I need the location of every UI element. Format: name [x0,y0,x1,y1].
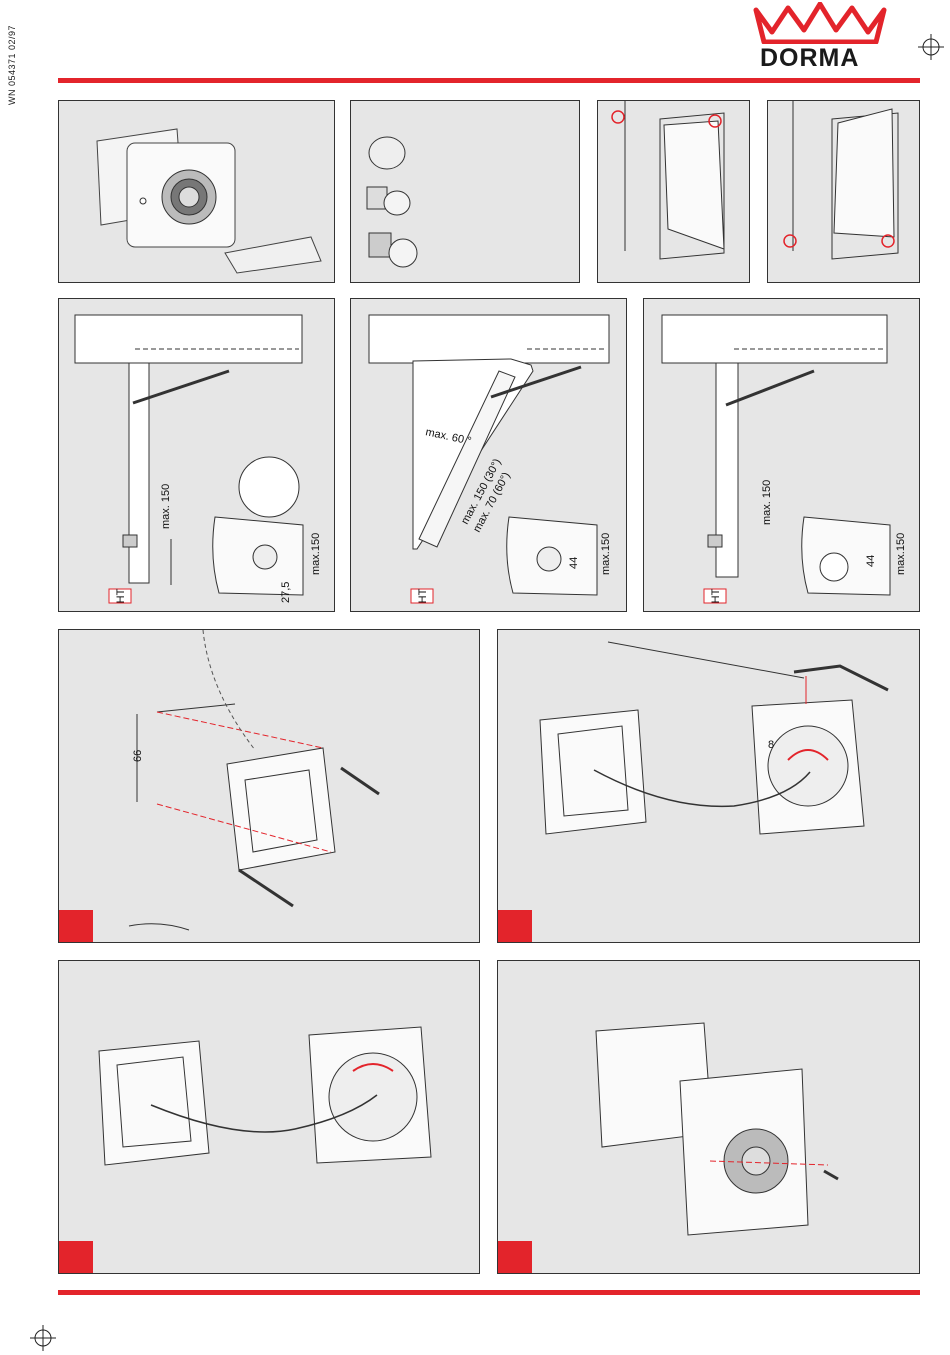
panel-cover-assembly [497,960,920,1274]
ht-label: HT [710,588,722,603]
panel-wiring-connection [58,960,480,1274]
panel-wire-preparation: 8 [497,629,920,943]
bottom-red-rule [58,1290,920,1295]
step-marker [498,1241,532,1273]
dim-66-label: 66 [132,750,144,762]
d44-label: 44 [568,557,580,569]
ht-label: HT [417,588,429,603]
d44-label: 44 [865,555,877,567]
top-red-rule [58,78,920,83]
panel-counterplates [350,100,580,283]
panel-floor-mount-dims: HT max. 150 27,5 max.150 [58,298,335,612]
brand-logo-text: DORMA [760,44,859,73]
ht-label: HT [115,588,127,603]
document-id: WN 054371 02/97 [7,25,17,105]
max-150-label: max. 150 [160,484,172,529]
depth-label: 27,5 [280,582,292,603]
registration-mark-icon [30,1325,56,1351]
height-label: max.150 [600,533,612,575]
panel-angled-mount-dims: HT max. 60 ° max. 150 (30°) max. 70 (60°… [350,298,627,612]
dim-8-label: 8 [768,739,774,751]
panel-product-overview [58,100,335,283]
registration-mark-icon [918,34,944,60]
max-150-label: max. 150 [761,480,773,525]
step-marker [498,910,532,942]
height-label: max.150 [895,533,907,575]
panel-base-plate-drilling: 66 [58,629,480,943]
crown-logo-icon [752,2,888,44]
step-marker [59,910,93,942]
height-label: max.150 [310,533,322,575]
step-marker [59,1241,93,1273]
panel-door-mount-a [597,100,750,283]
panel-door-mount-b [767,100,920,283]
panel-wall-mount-dims: HT max. 150 44 max.150 [643,298,920,612]
